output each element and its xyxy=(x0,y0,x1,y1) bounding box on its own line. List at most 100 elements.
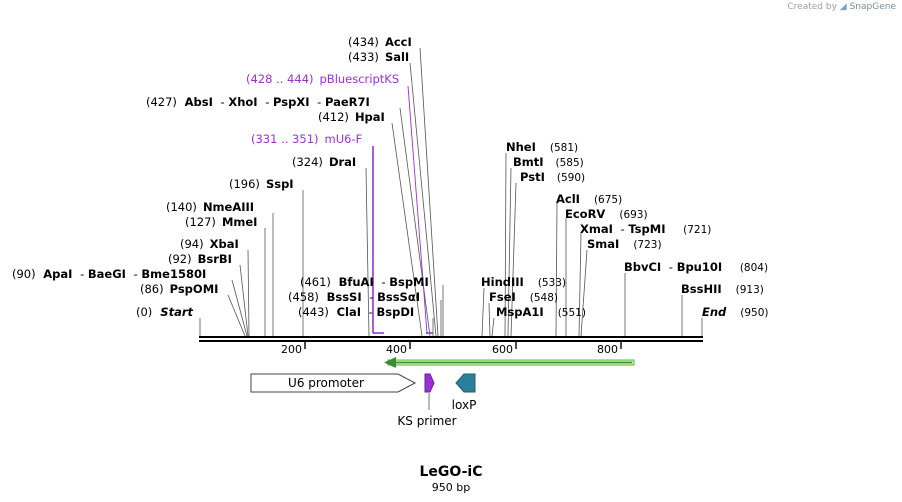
site-pos: (804) xyxy=(740,262,768,274)
site-name: AbsI xyxy=(185,95,213,109)
site-name: Start xyxy=(160,305,193,319)
site-name: PstI xyxy=(520,170,545,184)
site-name: PspXI xyxy=(273,95,309,109)
svg-text:BssHII(913): BssHII(913) xyxy=(681,282,764,296)
svg-text:(461) BfuAI - BspM: (461) BfuAI - BspMI xyxy=(300,275,429,289)
svg-text:(127)MmeI: (127) MmeI xyxy=(185,215,257,229)
map-title: LeGO-iC xyxy=(420,464,483,480)
svg-text:(92)BsrBI: (92)BsrBI xyxy=(168,252,232,266)
site-name: BspDI xyxy=(376,305,414,319)
backbone-bottom-strand xyxy=(199,340,703,342)
svg-text:(443) ClaI - BspDI: (443) ClaI - BspDI xyxy=(298,305,414,319)
site-name: ApaI xyxy=(43,267,72,281)
features: U6 promoter KS primer loxP xyxy=(250,373,477,428)
site-pos: (693) xyxy=(619,209,647,221)
axis-ticks xyxy=(304,342,622,349)
site-pos: (585) xyxy=(556,157,584,169)
svg-text:BmtI(585): BmtI (585) xyxy=(513,155,584,169)
svg-text:(433)SalI: (433) SalI xyxy=(348,50,409,64)
site-pos: (92) xyxy=(168,252,192,266)
site-name: ClaI xyxy=(337,305,361,319)
svg-text:(324)DraI: (324)DraI xyxy=(292,155,356,169)
site-name: BssSI xyxy=(327,290,362,304)
svg-text:(140)NmeAIII: (140) NmeAIII xyxy=(166,200,254,214)
site-name: BspMI xyxy=(389,275,429,289)
axis-tick-label: 800 xyxy=(597,343,618,356)
site-pos: (590) xyxy=(557,172,585,184)
svg-text:(427) AbsI - XhoI: (427) AbsI - XhoI - PspXI - PaeR7I xyxy=(146,95,370,109)
site-pos: (721) xyxy=(683,224,711,236)
restriction-site-labels: (434)AccI (433)SalI (427) AbsI - XhoI - … xyxy=(12,35,769,319)
svg-text:End(950): End(950) xyxy=(702,305,769,319)
svg-text:BbvCI - Bpu10I (80: BbvCI - Bpu10I (804) xyxy=(624,260,768,274)
site-name: AclI xyxy=(556,192,580,206)
svg-text:NheI(581): NheI(581) xyxy=(506,140,578,154)
site-pos: (533) xyxy=(538,277,566,289)
site-pos: (140) xyxy=(166,200,197,214)
site-name: BfuAI xyxy=(339,275,374,289)
svg-text:(458) BssSI - BssS: (458) BssSI - BssSαI xyxy=(288,290,420,304)
credit-prefix: Created by xyxy=(787,2,837,12)
site-pos: (86) xyxy=(140,282,164,296)
site-name: SalI xyxy=(385,50,409,64)
site-name: BssHII xyxy=(681,282,722,296)
site-pos: (127) xyxy=(185,215,216,229)
primer-site-labels: (428 .. 444)pBluescriptKS (331 .. 351)mU… xyxy=(246,72,399,146)
site-pos: (94) xyxy=(180,237,204,251)
feature-label: U6 promoter xyxy=(288,376,364,390)
svg-text:(412)HpaI: (412) HpaI xyxy=(318,110,385,124)
site-name: Bme1580I xyxy=(141,267,206,281)
site-name: NmeAIII xyxy=(203,200,254,214)
site-pos: (461) xyxy=(300,275,331,289)
site-name: BaeGI xyxy=(88,267,126,281)
site-pos: (324) xyxy=(292,155,323,169)
site-name: EcoRV xyxy=(565,207,605,221)
site-pos: (723) xyxy=(633,239,661,251)
site-name: NheI xyxy=(506,140,536,154)
svg-text:HindIII(533): HindIII(533) xyxy=(481,275,566,289)
site-name: SmaI xyxy=(587,237,619,251)
site-name: XbaI xyxy=(210,237,239,251)
site-name: SspI xyxy=(266,177,294,191)
svg-text:(196)SspI: (196)SspI xyxy=(229,177,294,191)
site-pos: (427) xyxy=(146,95,177,109)
feature-label: KS primer xyxy=(397,414,456,428)
site-pos: (675) xyxy=(594,194,622,206)
site-pos: (548) xyxy=(530,292,558,304)
site-leader-lines xyxy=(199,47,703,337)
site-pos: (90) xyxy=(12,267,36,281)
site-pos: (950) xyxy=(740,307,768,319)
site-pos: (458) xyxy=(288,290,319,304)
site-name: HpaI xyxy=(355,110,385,124)
reverse-feature-arrow xyxy=(384,357,635,368)
svg-text:FseI(548): FseI (548) xyxy=(489,290,558,304)
site-name: XmaI xyxy=(580,222,613,236)
site-name: FseI xyxy=(489,290,516,304)
svg-text:(86)PspOMI: (86) PspOMI xyxy=(140,282,218,296)
svg-text:EcoRV(693): EcoRV (693) xyxy=(565,207,648,221)
site-pos: (0) xyxy=(136,305,152,319)
u6-promoter-arrow xyxy=(250,373,417,393)
site-pos: (433) xyxy=(348,50,379,64)
snapgene-logo-icon: ◢ xyxy=(839,2,847,12)
svg-text:AclI(675): AclI (675) xyxy=(556,192,622,206)
site-name: MspA1I xyxy=(496,305,544,319)
feature-label: loxP xyxy=(452,398,477,412)
site-name: PspOMI xyxy=(170,282,219,296)
svg-text:MspA1I(551): MspA1I (551) xyxy=(496,305,586,319)
site-pos: (551) xyxy=(558,307,586,319)
primer-name: mU6-F xyxy=(325,132,363,146)
primer-name: pBluescriptKS xyxy=(320,72,400,86)
svg-text:SmaI(723): SmaI (723) xyxy=(587,237,662,251)
site-name: PaeR7I xyxy=(325,95,370,109)
axis-tick-label: 400 xyxy=(386,343,407,356)
sequence-backbone: 200 400 600 800 xyxy=(199,336,703,356)
map-length: 950 bp xyxy=(432,481,470,494)
site-pos: (412) xyxy=(318,110,349,124)
site-name: BbvCI xyxy=(624,260,661,274)
svg-text:(0)Start: (0) Start xyxy=(136,305,194,319)
site-name: BmtI xyxy=(513,155,544,169)
site-name: MmeI xyxy=(222,215,258,229)
credit: Created by ◢ SnapGene xyxy=(787,2,896,12)
